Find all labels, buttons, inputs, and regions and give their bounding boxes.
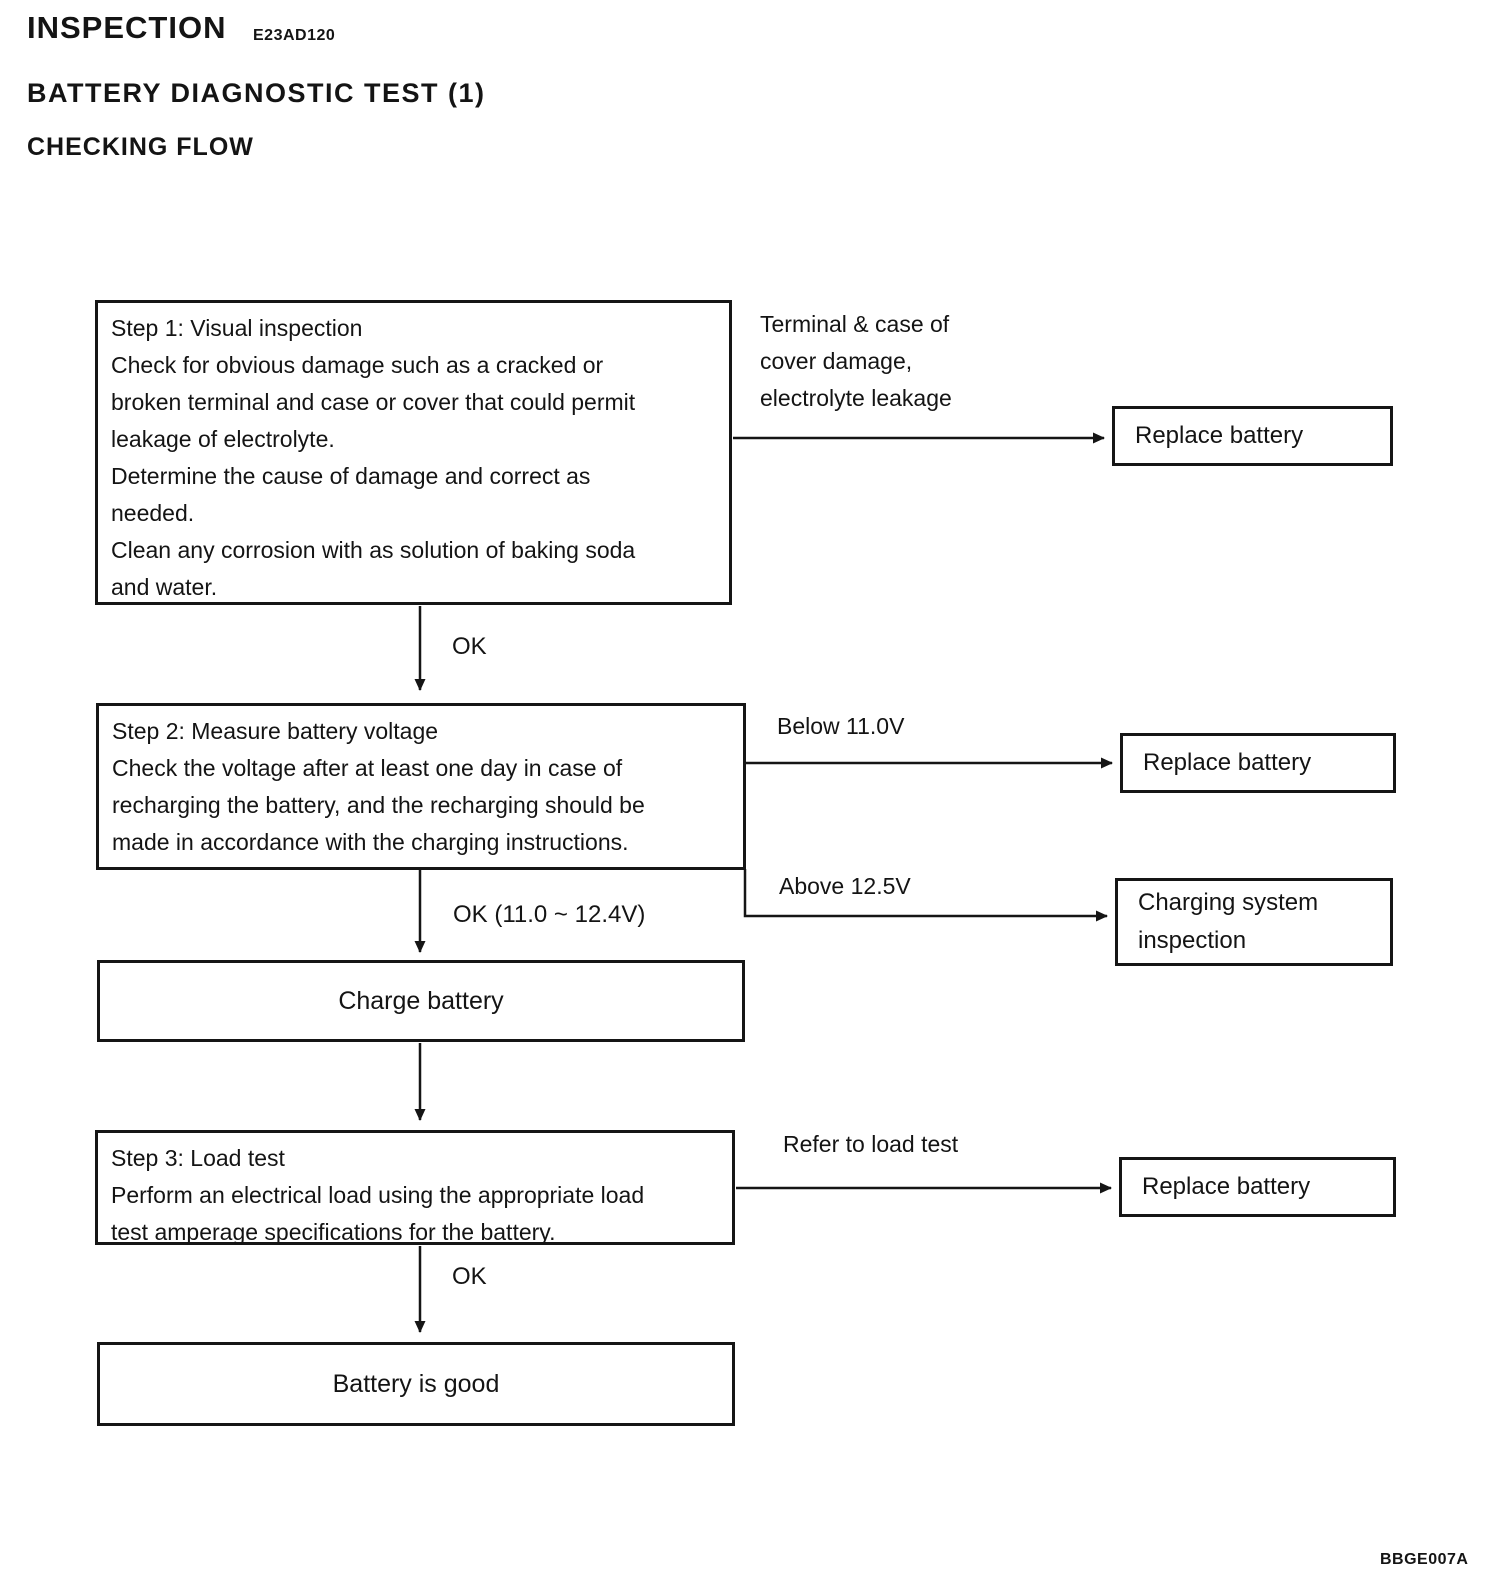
charge-battery-label: Charge battery <box>338 986 504 1015</box>
figure-code: BBGE007A <box>1380 1551 1469 1568</box>
charge-battery-box: Charge battery <box>97 960 745 1042</box>
replace-battery-box-1: Replace battery <box>1112 406 1393 466</box>
branch-label-terminal-damage: Terminal & case of cover damage, electro… <box>760 311 952 411</box>
replace-battery-label-2: Replace battery <box>1143 749 1312 776</box>
section-code: E23AD120 <box>253 27 336 44</box>
step1-body: Check for obvious damage such as a crack… <box>111 352 636 600</box>
arrow-step2-to-charging-inspection <box>743 869 1108 922</box>
replace-battery-box-3: Replace battery <box>1119 1157 1396 1217</box>
branch-label-ok-3: OK <box>452 1263 487 1290</box>
branch-label-above-12-5v: Above 12.5V <box>779 873 911 899</box>
replace-battery-box-2: Replace battery <box>1120 733 1396 793</box>
charging-system-inspection-label: Charging system inspection <box>1138 889 1319 954</box>
section-heading: CHECKING FLOW <box>27 133 254 161</box>
step1-title: Step 1: Visual inspection <box>111 315 363 341</box>
step3-load-test-box: Step 3: Load test Perform an electrical … <box>95 1130 735 1245</box>
branch-label-ok-voltage-range: OK (11.0 ~ 12.4V) <box>453 901 646 928</box>
step1-visual-inspection-box: Step 1: Visual inspection Check for obvi… <box>95 300 732 605</box>
replace-battery-label-3: Replace battery <box>1142 1173 1311 1200</box>
step2-body: Check the voltage after at least one day… <box>112 755 645 855</box>
charging-system-inspection-box: Charging system inspection <box>1115 878 1393 966</box>
step2-title: Step 2: Measure battery voltage <box>112 718 439 744</box>
step3-body: Perform an electrical load using the app… <box>111 1182 645 1245</box>
battery-is-good-box: Battery is good <box>97 1342 735 1426</box>
step2-measure-voltage-box: Step 2: Measure battery voltage Check th… <box>96 703 746 870</box>
branch-label-ok-1: OK <box>452 633 487 660</box>
branch-label-below-11v: Below 11.0V <box>777 713 905 739</box>
page-subtitle: BATTERY DIAGNOSTIC TEST (1) <box>27 78 486 108</box>
step3-title: Step 3: Load test <box>111 1145 285 1171</box>
battery-is-good-label: Battery is good <box>332 1369 500 1398</box>
page-title: INSPECTION <box>27 10 227 45</box>
replace-battery-label-1: Replace battery <box>1135 422 1304 449</box>
branch-label-refer-load-test: Refer to load test <box>783 1131 959 1157</box>
